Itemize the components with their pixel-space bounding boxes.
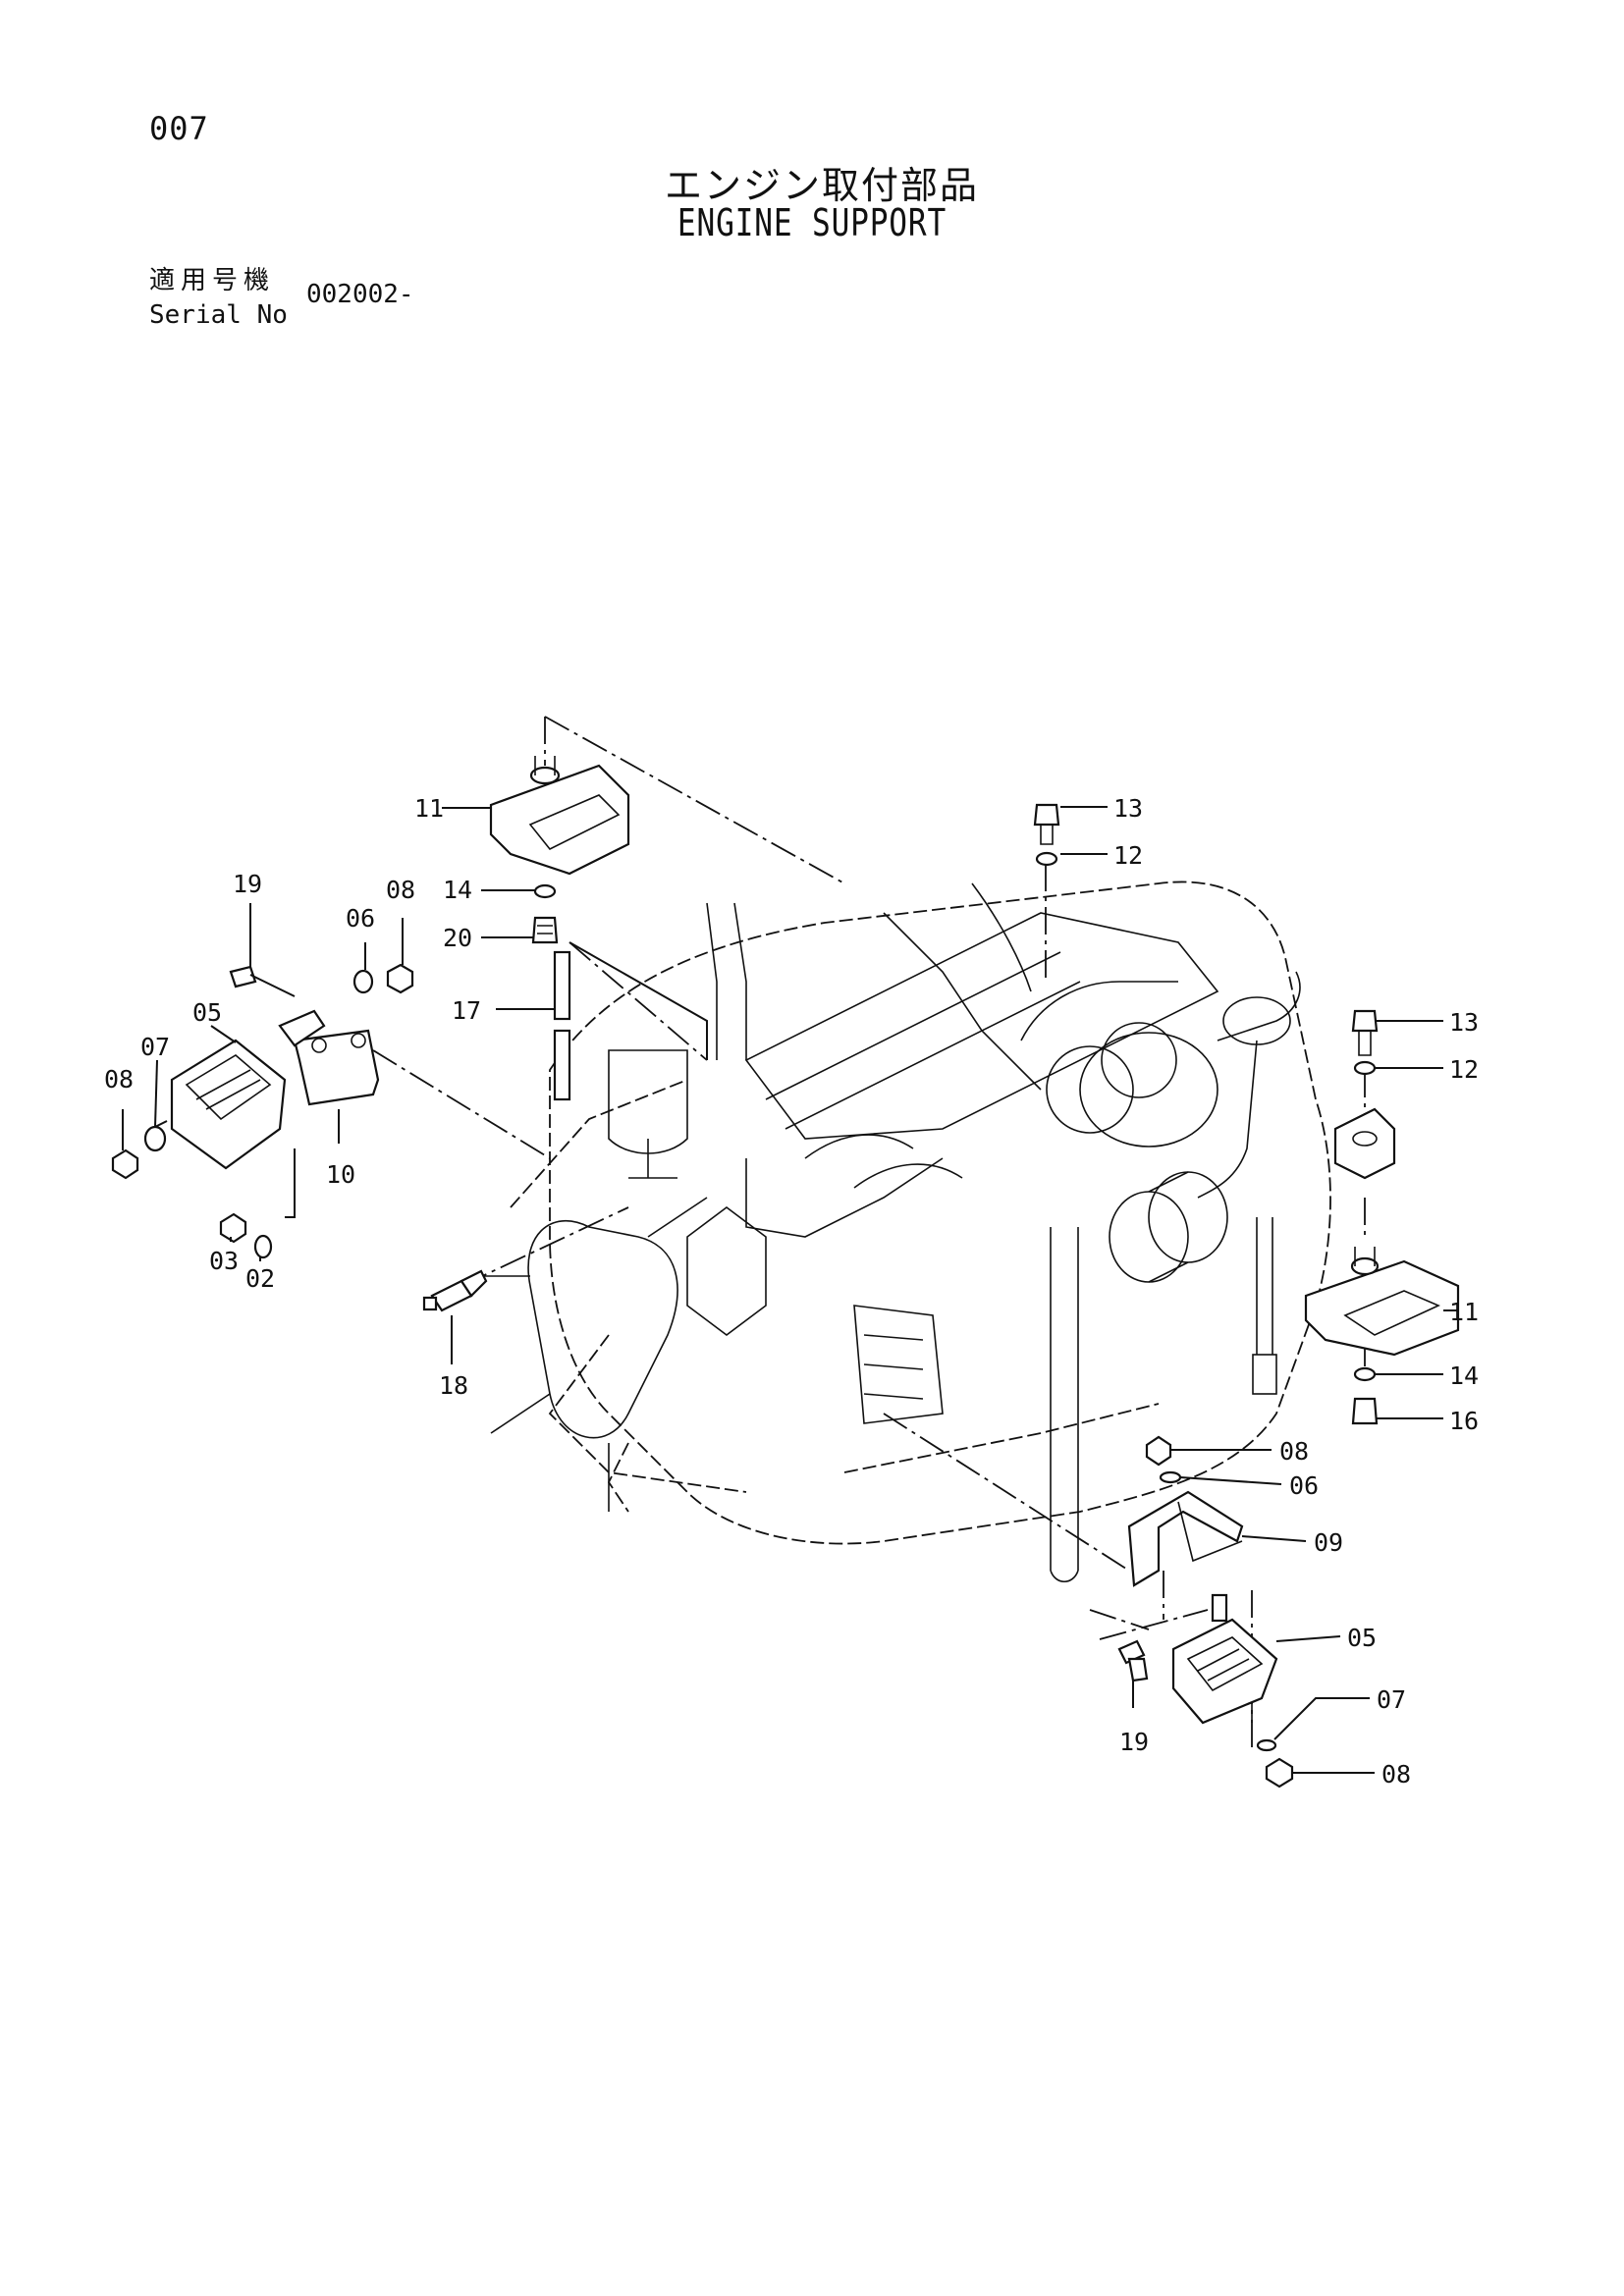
- callout-08-left-top: 08: [386, 876, 415, 904]
- engine-mount-right: [1033, 803, 1460, 1425]
- engine-assembly-drawing: [471, 881, 1331, 1583]
- callout-19-left: 19: [233, 870, 262, 898]
- callout-19-right: 19: [1119, 1728, 1149, 1756]
- callout-03: 03: [209, 1247, 239, 1275]
- callout-13-top: 13: [1113, 794, 1143, 823]
- sensor-part: [422, 1269, 488, 1312]
- callout-08-right-top: 08: [1279, 1437, 1309, 1466]
- callout-labels: 11 13 12 14 20 17 19 08 06 05 07 08 10 0…: [104, 794, 1479, 1789]
- serial-label-english: Serial No: [149, 300, 288, 330]
- left-mount-assembly: [111, 963, 414, 1259]
- callout-18: 18: [439, 1371, 468, 1400]
- callout-20: 20: [443, 924, 472, 952]
- callout-07-left: 07: [140, 1033, 170, 1061]
- callout-11-right: 11: [1449, 1298, 1479, 1326]
- callout-07-right: 07: [1377, 1685, 1406, 1714]
- engine-mount-top: [489, 756, 630, 1101]
- callout-09: 09: [1314, 1528, 1343, 1557]
- callout-08-left: 08: [104, 1065, 134, 1094]
- page-number: 007: [149, 110, 209, 147]
- callout-06-right: 06: [1289, 1471, 1319, 1500]
- callout-05-left: 05: [192, 998, 222, 1027]
- callout-12-top: 12: [1113, 841, 1143, 870]
- callout-leader-lines: [122, 806, 1458, 1774]
- callout-12-right: 12: [1449, 1055, 1479, 1084]
- callout-08-right-bottom: 08: [1381, 1760, 1411, 1789]
- callout-06-left: 06: [346, 904, 375, 933]
- callout-14-top: 14: [443, 876, 472, 904]
- callout-13-right: 13: [1449, 1008, 1479, 1037]
- callout-10: 10: [326, 1160, 355, 1189]
- callout-02: 02: [245, 1264, 275, 1293]
- callout-14-right: 14: [1449, 1362, 1479, 1390]
- callout-11-top: 11: [414, 794, 444, 823]
- page-title-japanese: エンジン取付部品: [664, 164, 979, 207]
- page-title-english: ENGINE SUPPORT: [677, 201, 947, 244]
- serial-number-value: 002002-: [306, 280, 414, 309]
- callout-16: 16: [1449, 1407, 1479, 1435]
- lower-right-mount-assembly: [1117, 1435, 1294, 1789]
- callout-05-right: 05: [1347, 1624, 1377, 1652]
- serial-label-japanese: 適用号機: [149, 266, 276, 295]
- callout-17: 17: [452, 996, 481, 1025]
- assembly-reference-lines: [285, 716, 1366, 1747]
